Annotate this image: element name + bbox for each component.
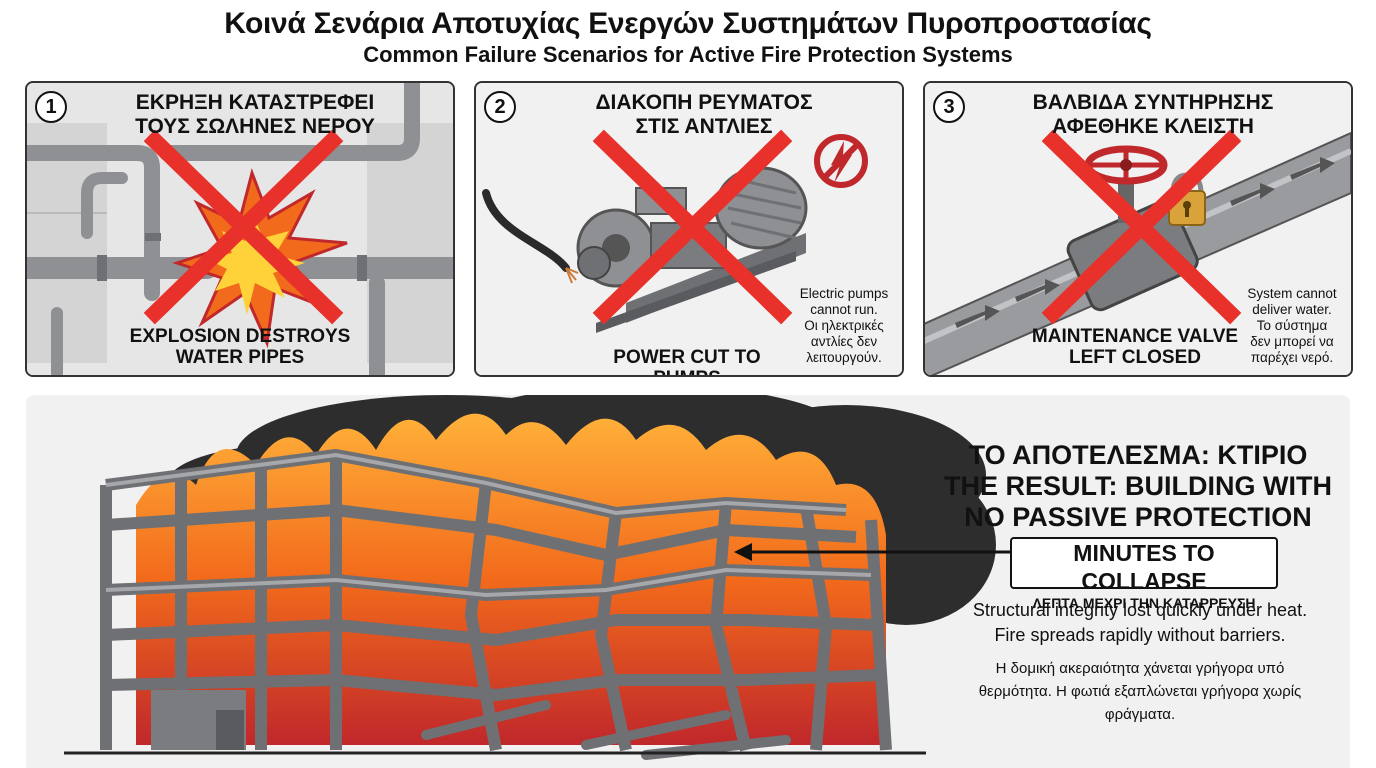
- title-greek: Κοινά Σενάρια Αποτυχίας Ενεργών Συστημάτ…: [224, 7, 1152, 40]
- header: Κοινά Σενάρια Αποτυχίας Ενεργών Συστημάτ…: [0, 6, 1376, 68]
- pump-illustration: [476, 83, 902, 375]
- result-title: ΤΟ ΑΠΟΤΕΛΕΣΜΑ: ΚΤΙΡΙΟ THE RESULT: BUILDI…: [944, 440, 1332, 532]
- burning-building-illustration: [64, 395, 1010, 760]
- no-power-icon: [814, 134, 868, 188]
- panel-power-cut: 2 ΔΙΑΚΟΠΗ ΡΕΥΜΑΤΟΣ ΣΤΙΣ ΑΝΤΛΙΕΣ Electric…: [474, 81, 904, 377]
- explosion-pipes-illustration: [27, 83, 453, 375]
- collapse-arrow: [734, 543, 1010, 561]
- flames: [136, 413, 886, 745]
- result-text-greek: Η δομική ακεραιότητα χάνεται γρήγορα υπό…: [978, 660, 1302, 723]
- panel-title: ΕΚΡΗΞΗ ΚΑΤΑΣΤΡΕΦΕΙ ΤΟΥΣ ΣΩΛΗΝΕΣ ΝΕΡΟΥ: [135, 91, 375, 138]
- callout-greek: ΛΕΠΤΑ ΜΕΧΡΙ ΤΗΝ ΚΑΤΑΡΡΕΥΣΗ: [1032, 595, 1256, 611]
- callout-english: MINUTES TO COLLAPSE: [1073, 540, 1215, 594]
- panel-explosion: 1 ΕΚΡΗΞΗ ΚΑΤΑΣΤΡΕΦΕΙ ΤΟΥΣ ΣΩΛΗΝΕΣ ΝΕΡΟΥ …: [25, 81, 455, 377]
- title-english: Common Failure Scenarios for Active Fire…: [363, 42, 1013, 67]
- failure-cross: [143, 129, 344, 325]
- result-text-english: Structural integrity lost quickly under …: [972, 600, 1308, 645]
- scenario-number: 1: [35, 91, 67, 123]
- scenario-number: 3: [933, 91, 965, 123]
- panel-title: ΔΙΑΚΟΠΗ ΡΕΥΜΑΤΟΣ ΣΤΙΣ ΑΝΤΛΙΕΣ: [595, 91, 813, 138]
- panel-caption: MAINTENANCE VALVE LEFT CLOSED: [1031, 326, 1239, 368]
- result-panel: [26, 395, 1350, 768]
- panel-note: Electric pumps cannot run. Οι ηλεκτρικές…: [799, 286, 889, 365]
- panel-title: ΒΑΛΒΙΔΑ ΣΥΝΤΗΡΗΣΗΣ ΑΦΕΘΗΚΕ ΚΛΕΙΣΤΗ: [1032, 91, 1274, 138]
- failure-cross: [1041, 129, 1242, 325]
- panel-note: System cannot deliver water. Το σύστημα …: [1247, 286, 1337, 365]
- panel-caption: EXPLOSION DESTROYS WATER PIPES: [129, 326, 351, 368]
- panel-caption: POWER CUT TO PUMPS: [613, 347, 761, 375]
- failure-cross: [592, 129, 793, 325]
- scenario-number: 2: [484, 91, 516, 123]
- closed-valve-illustration: [925, 83, 1351, 375]
- collapse-callout: MINUTES TO COLLAPSE ΛΕΠΤΑ ΜΕΧΡΙ ΤΗΝ ΚΑΤΑ…: [1010, 537, 1278, 611]
- panel-valve-closed: 3 ΒΑΛΒΙΔΑ ΣΥΝΤΗΡΗΣΗΣ ΑΦΕΘΗΚΕ ΚΛΕΙΣΤΗ Sys…: [923, 81, 1353, 377]
